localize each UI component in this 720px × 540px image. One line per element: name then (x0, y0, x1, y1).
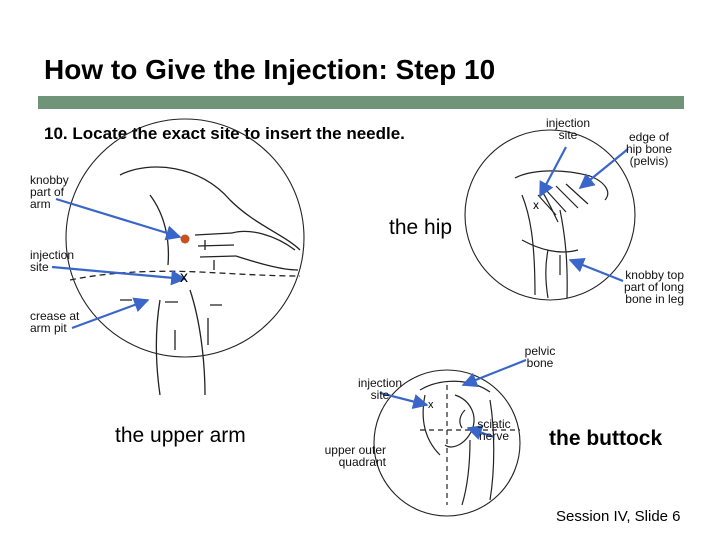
step-instruction: 10. Locate the exact site to insert the … (44, 124, 405, 143)
arm-illustration (65, 118, 305, 396)
label-hip-injection-site: injection site (545, 116, 591, 142)
buttock-injection-mark: x (428, 399, 434, 411)
arrow-sciatic (466, 425, 495, 440)
buttock-illustration (373, 369, 521, 517)
label-upper-outer-quadrant: upper outer quadrant (324, 443, 386, 469)
arrow-knobby-arm (55, 197, 182, 241)
label-knobby-arm: knobby part of arm (30, 173, 69, 211)
label-pelvic-bone: pelvic bone (524, 344, 556, 370)
arrow-knobby-top (568, 257, 624, 283)
label-sciatic-nerve: sciatic nerve (477, 417, 511, 443)
arm-injection-mark: x (180, 269, 188, 286)
arrow-crease (71, 297, 150, 330)
hip-injection-mark: x (533, 198, 539, 212)
label-hip-edge: edge of hip bone (pelvis) (625, 130, 673, 168)
arm-knob-dot (180, 234, 190, 244)
slide-footer: Session IV, Slide 6 (556, 508, 681, 525)
arrow-pelvic (461, 358, 527, 388)
caption-hip: the hip (389, 216, 453, 239)
arrow-hip-injection (539, 146, 567, 198)
label-crease: crease at arm pit (30, 309, 80, 335)
arrow-buttock-injection (379, 391, 429, 410)
label-buttock-injection-site: injection site (357, 376, 403, 402)
arrow-hip-edge (578, 148, 629, 189)
title-underline-bar (38, 96, 684, 109)
label-arm-injection-site: injection site (30, 248, 75, 274)
caption-buttock: the buttock (549, 427, 663, 450)
label-knobby-top: knobby top part of long bone in leg (623, 268, 684, 306)
arrow-arm-injection (51, 265, 187, 286)
slide-title: How to Give the Injection: Step 10 (44, 54, 496, 85)
hip-illustration (464, 129, 636, 301)
caption-upper-arm: the upper arm (115, 424, 246, 447)
